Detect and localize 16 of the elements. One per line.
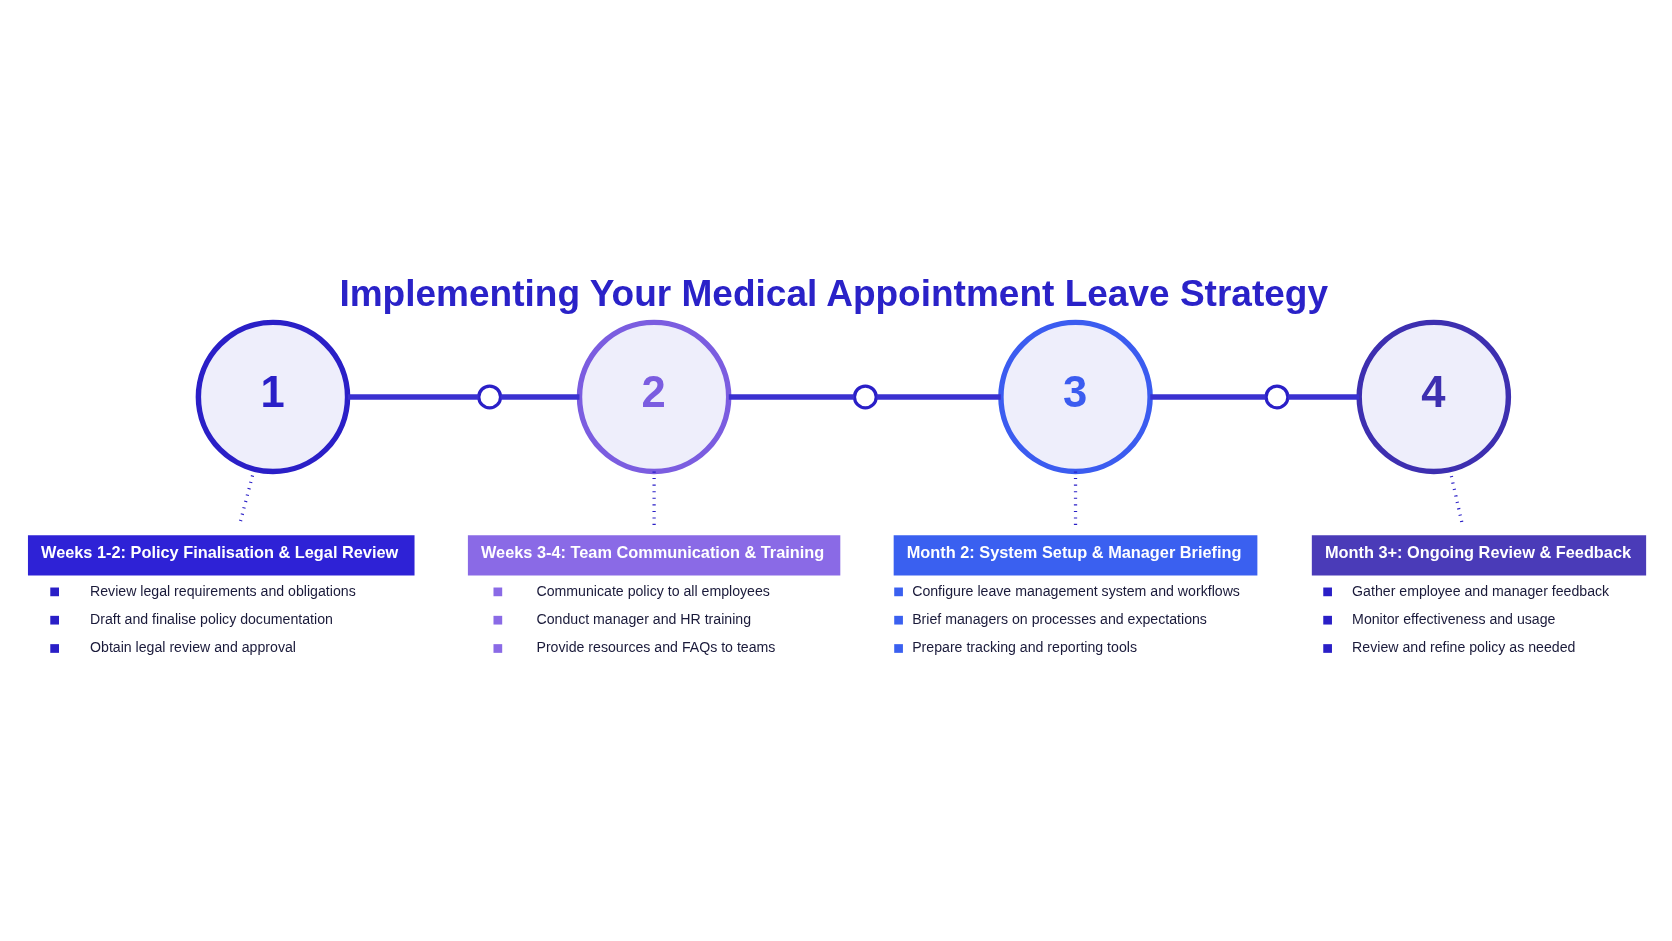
node-circle: [852, 383, 878, 409]
connector: [1287, 393, 1359, 400]
node-circle: 4: [1356, 319, 1511, 474]
diagram-title: Implementing Your Medical Appointment Leave Strategy: [338, 271, 1328, 314]
connector: [347, 393, 479, 400]
node-circle: [476, 383, 502, 409]
connector: [875, 393, 1001, 400]
connector: [500, 393, 579, 400]
connector: [1149, 393, 1266, 400]
node-circle: 1: [195, 319, 350, 474]
connector: [651, 471, 656, 526]
node-circle: 2: [576, 319, 731, 474]
node-circle: [1263, 383, 1289, 409]
connector: [1073, 471, 1077, 526]
connector: [728, 393, 854, 400]
node-circle: 3: [997, 319, 1153, 474]
